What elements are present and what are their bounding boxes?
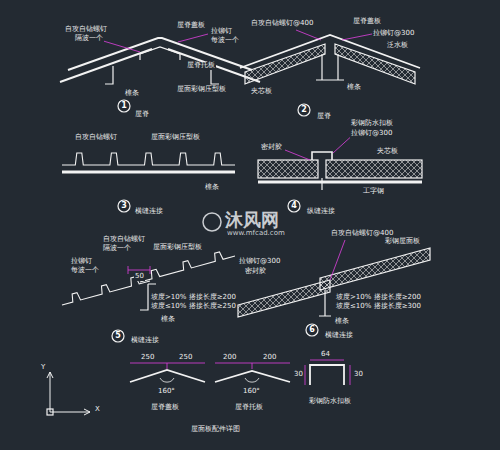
annotation-label: 屋面彩钢压型板 [150, 134, 201, 142]
corrugated-panel [140, 252, 235, 282]
annotation-label: 屋脊盖板 [352, 18, 382, 26]
annotation-label: 拉铆钉@300 [350, 130, 393, 138]
annotation-label: 每波一个 [210, 37, 240, 45]
annotation-label: 250 [140, 354, 155, 362]
annotation-label: 横缝连接 [130, 337, 160, 345]
annotation-label: 纵缝连接 [306, 208, 336, 216]
annotation-label: 200 [262, 354, 277, 362]
annotation-label: 彩钢防水扣板 [350, 120, 394, 128]
annotation-label: 屋面彩钢压型板 [176, 86, 227, 94]
annotation-label: 坡度≤10% 搭接长度≥300 [335, 303, 422, 311]
annotation-label: 屋脊盖板 [176, 22, 206, 30]
annotation-label: 坡度>10% 搭接长度≥200 [150, 294, 237, 302]
annotation-label: 檩条 [334, 318, 350, 326]
callout-circle: 6 [305, 323, 319, 337]
annotation-label: 160° [157, 388, 176, 396]
annotation-label: 30 [353, 371, 364, 379]
annotation-label: 屋脊托板 [186, 62, 216, 70]
annotation-label: 夹芯板 [250, 88, 273, 96]
annotation-label: 每波一个 [70, 267, 100, 275]
annotation-label: 自攻自钻螺钉@400 [330, 230, 394, 238]
callout-circle: 3 [117, 199, 131, 213]
callout-number: 2 [297, 103, 311, 114]
annotation-label: 50 [134, 273, 145, 281]
annotation-label: 夹芯板 [376, 148, 399, 156]
annotation-label: 自攻自钻螺钉 [74, 134, 118, 142]
callout-number: 1 [117, 99, 131, 110]
annotation-label: 自攻自钻螺钉 [102, 236, 146, 244]
annotation-label: 密封胶 [260, 144, 283, 152]
annotation-label: 横缝连接 [134, 208, 164, 216]
annotation-label: 坡度>10% 搭接长度≥200 [335, 294, 422, 302]
annotation-label: 64 [320, 351, 331, 359]
annotation-label: 檩条 [124, 90, 140, 98]
corrugated-panel [62, 277, 150, 305]
callout-number: 6 [305, 323, 319, 334]
annotation-label: 拉铆钉 [210, 28, 233, 36]
annotation-label: X [94, 406, 101, 414]
callout-number: 4 [287, 199, 301, 210]
annotation-label: 坡度≤10% 搭接长度≥250 [150, 303, 237, 311]
annotation-label: 檩条 [204, 184, 220, 192]
callout-circle: 2 [297, 103, 311, 117]
annotation-label: 隔波一个 [102, 245, 132, 253]
annotation-label: 30 [293, 371, 304, 379]
annotation-label: 拉铆钉@300 [238, 258, 281, 266]
annotation-label: Y [40, 364, 46, 372]
annotation-label: 屋脊 [134, 111, 150, 119]
annotation-label: 自攻自钻螺钉 [64, 26, 108, 34]
annotation-label: 屋脊 [316, 113, 332, 121]
watermark: 沐风网 [224, 210, 280, 230]
annotation-label: 自攻自钻螺钉@400 [250, 20, 314, 28]
annotation-label: 200 [222, 354, 237, 362]
annotation-label: 屋面彩钢压型板 [152, 244, 203, 252]
annotation-label: 屋脊托板 [234, 404, 264, 412]
annotation-label: 160° [242, 388, 261, 396]
drawing-caption: 屋面板配件详图 [190, 426, 241, 434]
annotation-label: 泛水板 [386, 42, 409, 50]
annotation-label: 拉铆钉 [70, 258, 93, 266]
callout-circle: 4 [287, 199, 301, 213]
annotation-label: 檩条 [160, 316, 176, 324]
annotation-label: 横缝连接 [324, 332, 354, 340]
callout-number: 3 [117, 199, 131, 210]
watermark: www.mfcad.com [226, 230, 286, 238]
annotation-label: 密封胶 [244, 268, 267, 276]
annotation-label: 屋脊盖板 [150, 404, 180, 412]
callout-circle: 5 [111, 329, 125, 343]
annotation-label: 彩钢屋面板 [384, 238, 421, 246]
annotation-label: 工字钢 [362, 188, 385, 196]
callout-number: 5 [111, 329, 125, 340]
annotation-label: 檩条 [346, 84, 362, 92]
callout-circle: 1 [117, 99, 131, 113]
annotation-label: 250 [178, 354, 193, 362]
annotation-label: 彩钢防水扣板 [308, 398, 352, 406]
annotation-label: 拉铆钉@300 [372, 30, 415, 38]
annotation-label: 隔波一个 [74, 35, 104, 43]
corrugated-panel [62, 153, 235, 165]
